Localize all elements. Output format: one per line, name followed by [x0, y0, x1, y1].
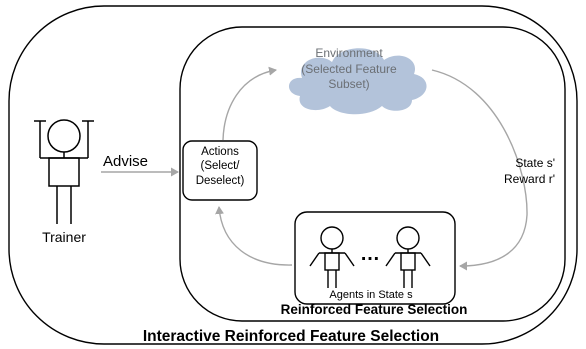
environment-cloud [288, 48, 427, 115]
agents-box [294, 211, 456, 305]
arrow-actions-to-environment [222, 66, 277, 141]
inner-frame [179, 26, 566, 322]
arrow-environment-to-agents [431, 69, 528, 271]
agents-ellipsis: … [360, 243, 380, 265]
outer-frame [8, 5, 578, 345]
actions-box [182, 140, 258, 201]
agent-figure-left [309, 226, 355, 288]
trainer-figure [34, 119, 94, 224]
agent-figure-right [385, 226, 431, 288]
arrow-agents-to-actions [215, 206, 293, 266]
